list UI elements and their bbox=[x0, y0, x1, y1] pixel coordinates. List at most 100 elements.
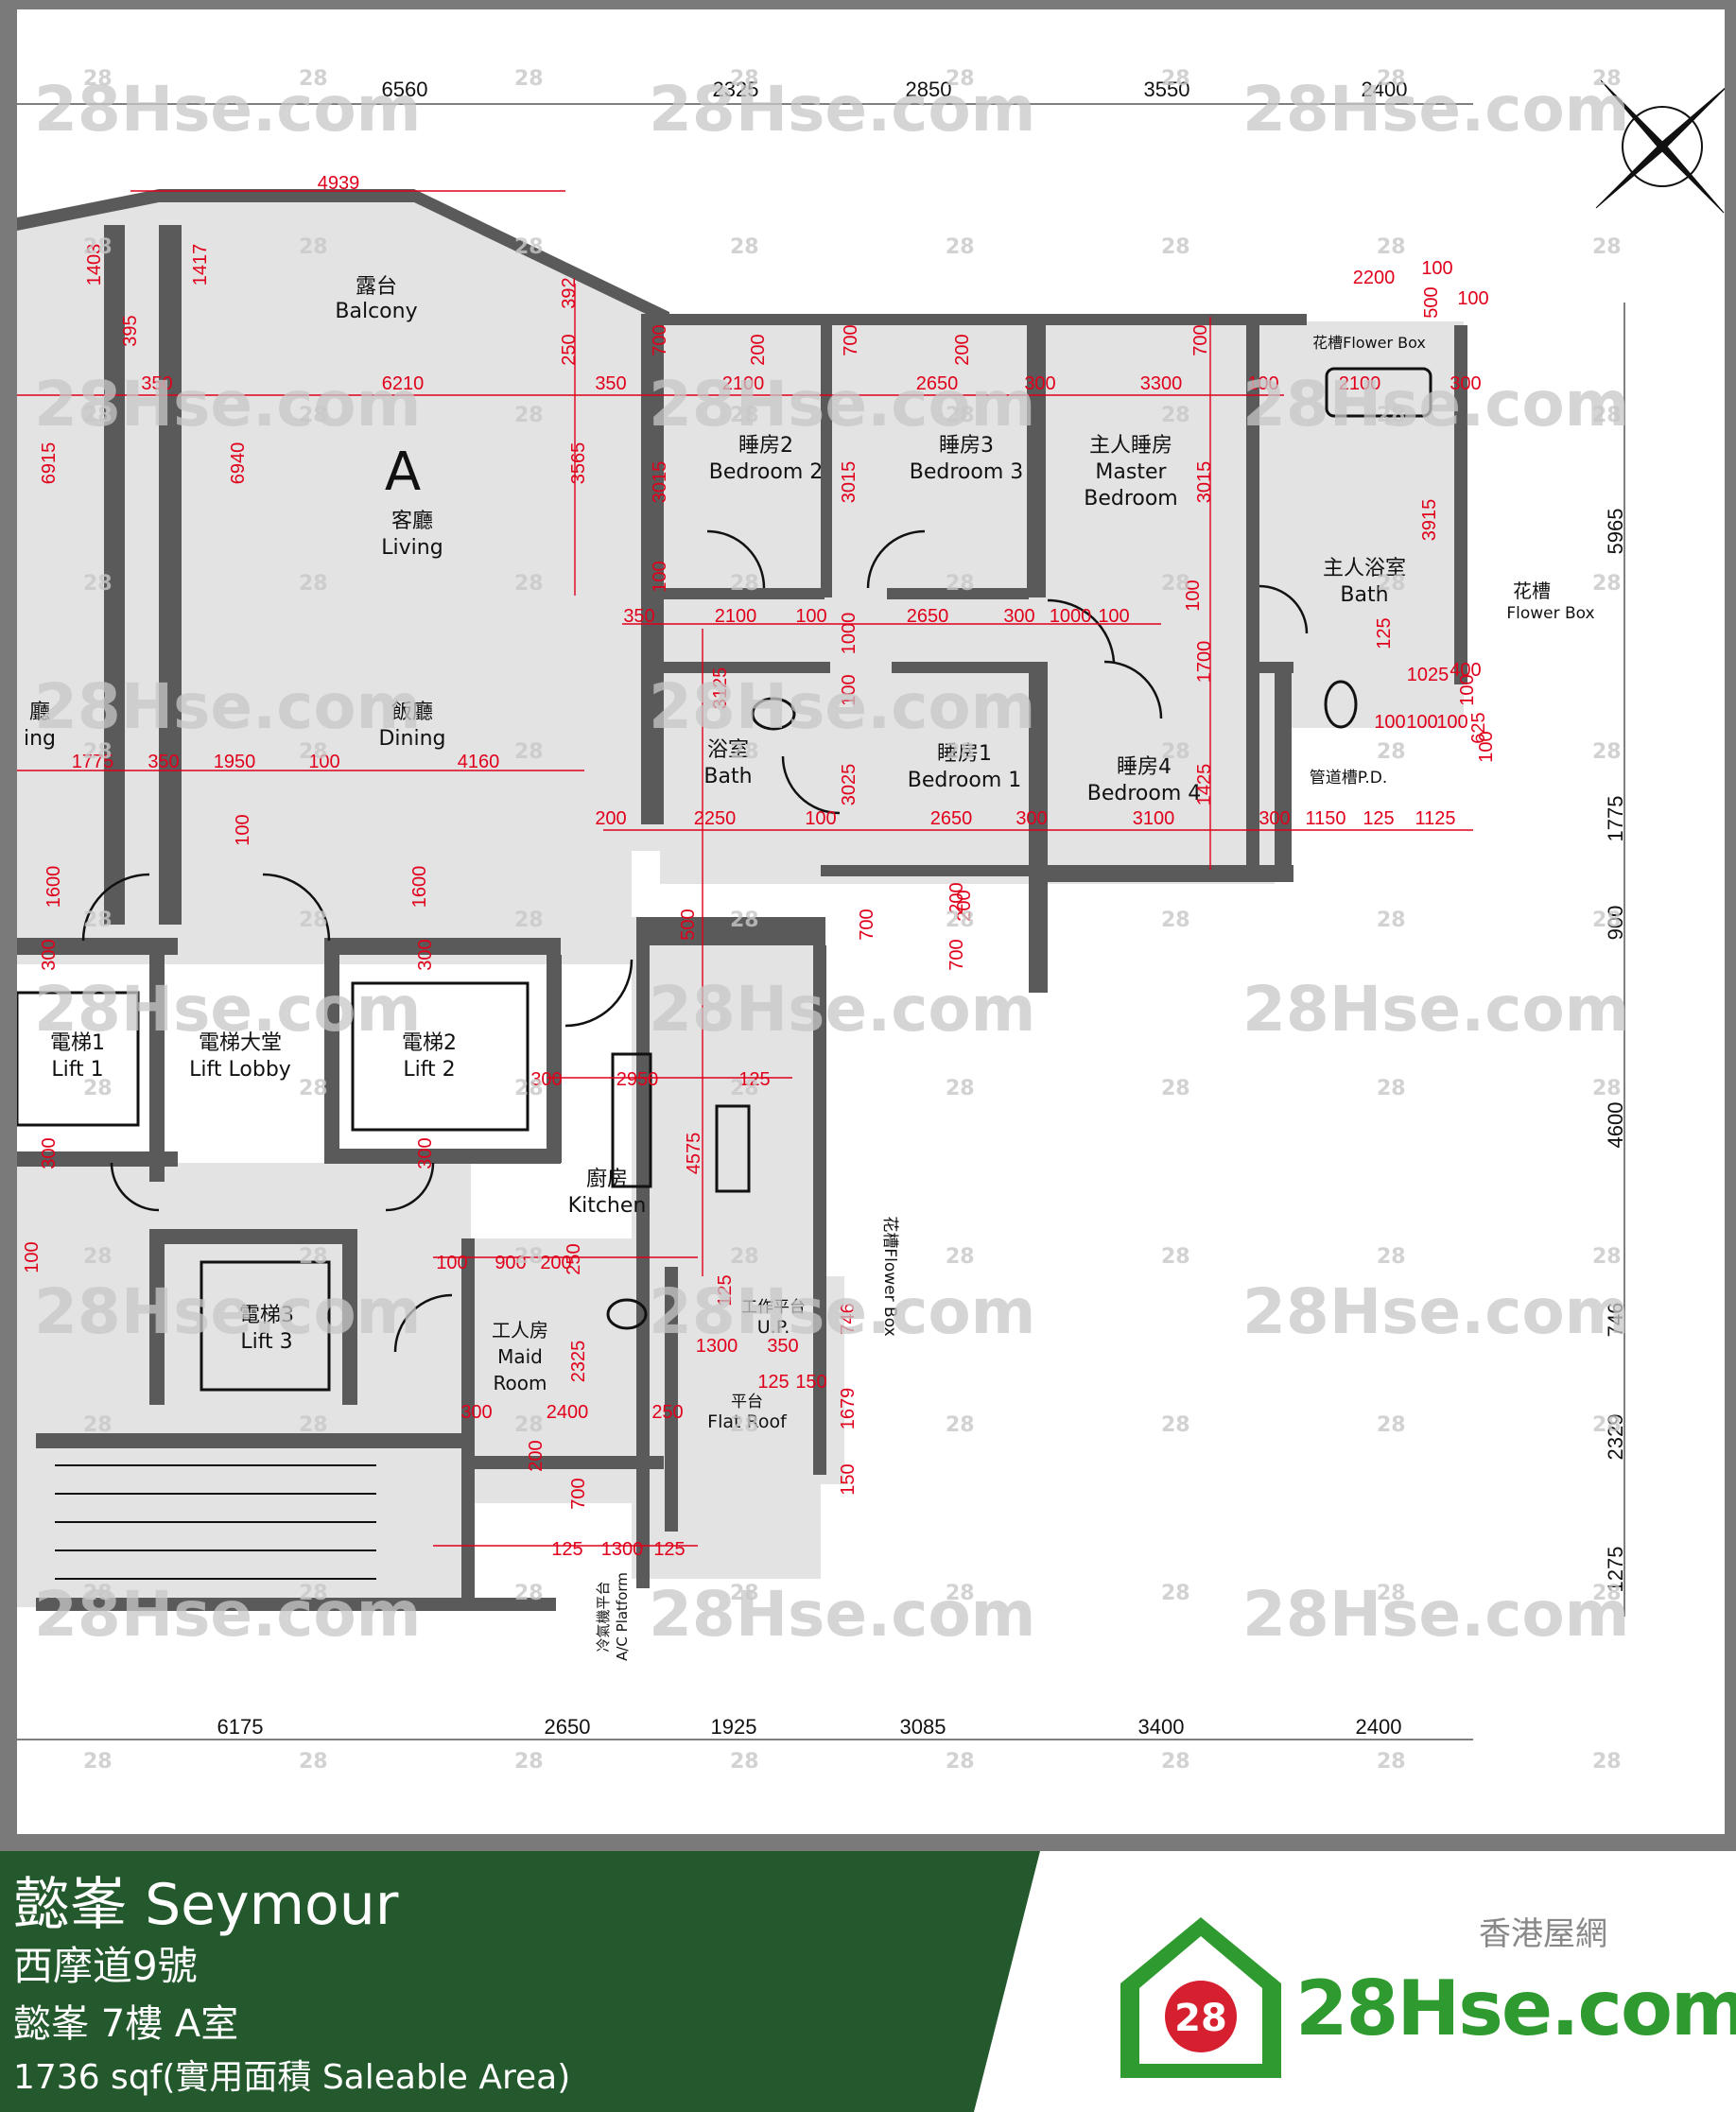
door-maid bbox=[393, 1293, 453, 1353]
watermark-badge-19: 28 bbox=[514, 404, 544, 427]
interior-dimension-98: 125 bbox=[757, 1372, 789, 1393]
watermark-badge-68: 28 bbox=[730, 1413, 759, 1437]
wall-living-left bbox=[104, 225, 125, 925]
watermark-text-1: 28Hse.com bbox=[34, 73, 421, 146]
interior-dimension-10: 350 bbox=[141, 373, 172, 394]
wall-bed4-right bbox=[1275, 662, 1292, 879]
watermark-badge-52: 28 bbox=[730, 1077, 759, 1100]
flower-box-top-label: 花槽Flower Box bbox=[1312, 334, 1426, 352]
interior-dimension-56: 1425 bbox=[1194, 764, 1215, 806]
interior-dimension-13: 250 bbox=[559, 334, 580, 365]
watermark-badge-51: 28 bbox=[514, 1077, 544, 1100]
interior-dimension-5: 392 bbox=[559, 277, 580, 308]
bedroom-wing-right bbox=[1029, 317, 1275, 884]
interior-dimension-42: 1000 bbox=[839, 613, 859, 655]
flat-roof-label-cn: 平台 bbox=[731, 1393, 763, 1411]
interior-dimension-44: 1700 bbox=[1194, 641, 1215, 684]
interior-dimension-9: 100 bbox=[1457, 288, 1488, 309]
dining-left-label-cn: 廳 bbox=[29, 701, 50, 724]
interior-dimension-67: 3100 bbox=[1133, 808, 1175, 829]
interior-dimension-97: 350 bbox=[767, 1336, 798, 1357]
bath-label-cn: 浴室 bbox=[707, 738, 749, 762]
watermark-badge-10: 28 bbox=[299, 235, 328, 259]
bedroom4-label-cn: 睡房4 bbox=[1117, 755, 1172, 779]
bedroom2-label-cn: 睡房2 bbox=[738, 434, 793, 458]
dim-bottom-2: 2650 bbox=[545, 1715, 591, 1739]
dim-top-5: 2400 bbox=[1362, 78, 1408, 101]
watermark-badge-28: 28 bbox=[730, 572, 759, 596]
door-swings bbox=[81, 529, 1309, 1353]
floor-plan-frame: A 露台 Balcony 客廳 Living 飯廳 Dining 廳 ing 睡… bbox=[9, 9, 1725, 1834]
interior-dimension-17: 700 bbox=[841, 324, 861, 355]
watermark-text-4: 28Hse.com bbox=[34, 368, 421, 441]
watermark-text-7: 28Hse.com bbox=[34, 670, 421, 743]
watermark-badge-4: 28 bbox=[730, 67, 759, 91]
watermark-badge-22: 28 bbox=[1161, 404, 1190, 427]
interior-dimension-3: 1417 bbox=[190, 244, 211, 286]
watermark-badge-29: 28 bbox=[946, 572, 975, 596]
watermark-badge-78: 28 bbox=[1161, 1582, 1190, 1605]
interior-dimension-31: 3015 bbox=[839, 461, 859, 504]
watermark-badge-79: 28 bbox=[1377, 1582, 1406, 1605]
interior-dimension-40: 1000 bbox=[1050, 606, 1092, 627]
ac-platform-label-en: A/C Platform bbox=[614, 1572, 631, 1661]
watermark-badge-64: 28 bbox=[1592, 1245, 1622, 1269]
interior-dimension-92: 125 bbox=[715, 1274, 736, 1306]
watermark-badge-72: 28 bbox=[1592, 1413, 1622, 1437]
wall-lift2-left bbox=[324, 955, 339, 1163]
lobby-label-cn: 電梯大堂 bbox=[199, 1031, 282, 1055]
interior-dimension-62: 200 bbox=[595, 808, 626, 829]
wall-lift1-right bbox=[149, 955, 165, 1182]
master-bath-label-en: Bath bbox=[1340, 583, 1388, 607]
master-label-en2: Bedroom bbox=[1084, 487, 1178, 511]
watermark-text-6: 28Hse.com bbox=[1242, 368, 1629, 441]
watermark-badge-41: 28 bbox=[83, 909, 113, 932]
wall-lift3-right bbox=[342, 1244, 357, 1405]
lift2-label-en: Lift 2 bbox=[403, 1058, 455, 1082]
interior-dimension-26: 6915 bbox=[39, 442, 60, 485]
interior-dimension-7: 100 bbox=[1421, 258, 1452, 279]
watermark-badge-60: 28 bbox=[730, 1245, 759, 1269]
watermark-badge-5: 28 bbox=[946, 67, 975, 91]
watermark-text-15: 28Hse.com bbox=[34, 1578, 421, 1651]
interior-dimension-93: 746 bbox=[838, 1303, 859, 1334]
wall-bed1-top bbox=[892, 662, 1048, 673]
watermark-badge-31: 28 bbox=[1377, 572, 1406, 596]
watermark-badge-84: 28 bbox=[730, 1750, 759, 1774]
door-bed2 bbox=[706, 529, 766, 589]
kitchen-label-cn: 廚房 bbox=[586, 1168, 628, 1191]
dim-right-2: 1775 bbox=[1604, 796, 1627, 842]
watermark-badge-43: 28 bbox=[514, 909, 544, 932]
wall-lift3-top bbox=[149, 1229, 357, 1244]
interior-dimension-80: 300 bbox=[39, 939, 60, 970]
up-label-cn: 工作平台 bbox=[741, 1298, 806, 1317]
interior-dimension-59: 1950 bbox=[214, 752, 256, 772]
interior-dimension-8: 500 bbox=[1421, 286, 1442, 318]
watermark-badge-16: 28 bbox=[1592, 235, 1622, 259]
watermark-badge-2: 28 bbox=[299, 67, 328, 91]
saleable-area: 1736 sqf(實用面積 Saleable Area) bbox=[13, 2058, 571, 2097]
bathtub bbox=[1325, 367, 1432, 418]
interior-dimension-25: 300 bbox=[1450, 373, 1481, 394]
bedroom3-label-en: Bedroom 3 bbox=[910, 460, 1024, 484]
interior-dimension-33: 3915 bbox=[1419, 499, 1440, 542]
dim-right-3: 900 bbox=[1604, 906, 1627, 941]
watermark-text-14: 28Hse.com bbox=[1242, 1275, 1629, 1348]
interior-dimension-61: 4160 bbox=[458, 752, 500, 772]
interior-dimension-95: 2325 bbox=[568, 1341, 589, 1383]
interior-dimension-107: 125 bbox=[551, 1539, 582, 1560]
interior-dimension-102: 2400 bbox=[547, 1402, 589, 1423]
interior-dimension-106: 150 bbox=[838, 1463, 859, 1495]
watermark-text-17: 28Hse.com bbox=[1242, 1578, 1629, 1651]
balcony-label-cn: 露台 bbox=[356, 275, 397, 299]
watermark-badge-18: 28 bbox=[299, 404, 328, 427]
watermark-badge-63: 28 bbox=[1377, 1245, 1406, 1269]
interior-dimension-30: 3015 bbox=[650, 461, 670, 504]
interior-dimension-66: 300 bbox=[1016, 808, 1047, 829]
watermark-badge-17: 28 bbox=[83, 404, 113, 427]
interior-dimension-86: 300 bbox=[39, 1137, 60, 1169]
room-labels: A 露台 Balcony 客廳 Living 飯廳 Dining 廳 ing 睡… bbox=[24, 275, 1595, 1661]
pd-label: 管道槽P.D. bbox=[1310, 769, 1388, 788]
watermark-badge-38: 28 bbox=[1161, 740, 1190, 764]
